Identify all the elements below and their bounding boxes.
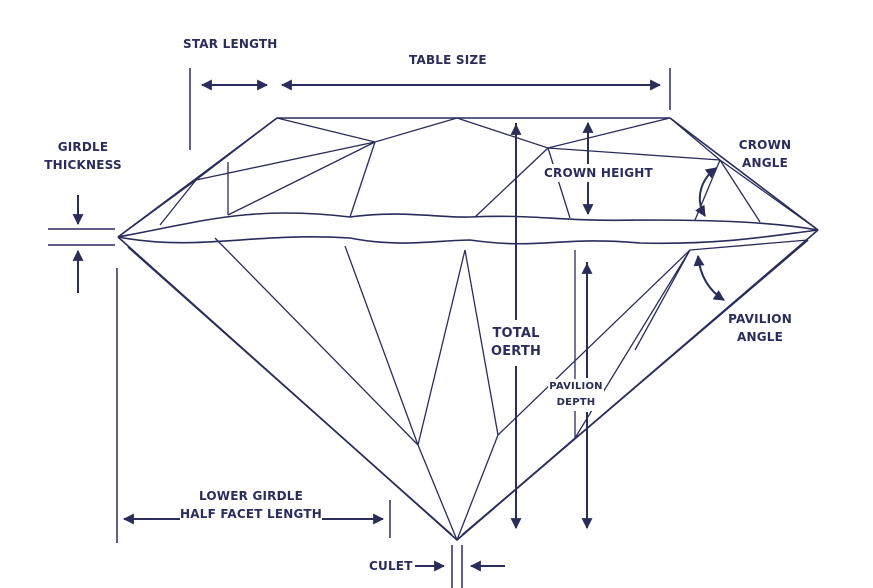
total-depth-label: TOTAL OERTH xyxy=(488,325,544,361)
girdle xyxy=(117,212,819,245)
lower-girdle-label-line1: LOWER GIRDLE xyxy=(198,489,304,503)
crown-height-label: CROWN HEIGHT xyxy=(544,164,653,182)
girdle-thickness-label: GIRDLE THICKNESS xyxy=(38,138,128,174)
crown-facets xyxy=(117,117,819,238)
culet-measure xyxy=(415,545,505,588)
total-depth-label-line1: TOTAL xyxy=(492,326,540,341)
crown-angle-label: CROWN ANGLE xyxy=(735,136,795,172)
table-size-measure xyxy=(280,68,671,110)
pavilion-depth-label-line1: PAVILION xyxy=(549,381,603,392)
star-length-label: STAR LENGTH xyxy=(183,37,278,51)
crown-angle-arc xyxy=(695,167,717,217)
crown-angle-label-line2: ANGLE xyxy=(741,156,789,170)
lower-girdle-label-line2: HALF FACET LENGTH xyxy=(180,507,322,521)
pavilion-angle-label-line2: ANGLE xyxy=(736,330,784,344)
pavilion-angle-measure xyxy=(693,254,725,301)
star-length-measure xyxy=(189,68,269,150)
pavilion-angle-label: PAVILION ANGLE xyxy=(722,310,798,346)
pavilion-depth-label-line2: DEPTH xyxy=(556,397,596,408)
pavilion-facets xyxy=(214,237,809,541)
crown-angle-label-line1: CROWN xyxy=(738,138,792,152)
lower-girdle-measure xyxy=(116,268,391,543)
pavilion-angle-arc xyxy=(693,254,725,301)
pavilion-depth-label: PAVILION DEPTH xyxy=(548,379,604,411)
table-size-label: TABLE SIZE xyxy=(409,53,487,67)
total-depth-label-line2: OERTH xyxy=(490,344,542,359)
diamond-outline xyxy=(117,117,819,541)
culet-label: CULET xyxy=(369,559,413,573)
girdle-thickness-measure xyxy=(48,195,115,293)
crown-angle-measure xyxy=(695,167,717,217)
girdle-thickness-label-line1: GIRDLE xyxy=(57,140,109,154)
lower-girdle-label: LOWER GIRDLE HALF FACET LENGTH xyxy=(180,487,322,523)
girdle-thickness-label-line2: THICKNESS xyxy=(44,158,122,172)
pavilion-angle-label-line1: PAVILION xyxy=(728,312,792,326)
